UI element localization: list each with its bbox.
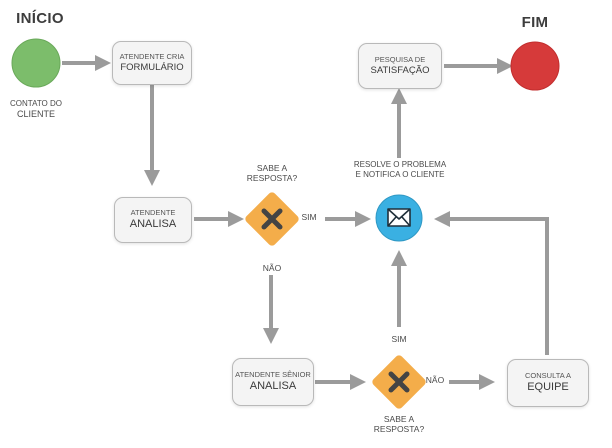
node-analisa-line1: ATENDENTE (130, 208, 176, 218)
node-formulario-line1: ATENDENTE CRIA (119, 52, 185, 62)
decision1-yes-label: SIM (301, 212, 317, 222)
node-equipe-line2: EQUIPE (527, 380, 569, 393)
node-senior-line2: ANALISA (249, 379, 297, 392)
node-formulario-line2: FORMULÁRIO (120, 61, 184, 73)
decision-diamond-1 (245, 192, 299, 246)
end-title: FIM (521, 14, 549, 31)
x-mark-icon (388, 371, 410, 393)
start-caption-line1: CONTATO DO (10, 99, 62, 108)
node-senior-line1: ATENDENTE SÊNIOR (235, 370, 311, 380)
resolve-label: RESOLVE O PROBLEMA E NOTIFICA O CLIENTE (344, 160, 456, 179)
envelope-icon (387, 208, 411, 227)
decision2-yes-label: SIM (391, 334, 407, 344)
arrow-equipe-to-email (434, 211, 549, 355)
resolve-label-line1: RESOLVE O PROBLEMA (353, 160, 447, 169)
end-circle (510, 41, 560, 91)
node-pesquisa-line1: PESQUISA DE (374, 55, 426, 65)
start-title: INÍCIO (16, 10, 64, 27)
node-atendente-senior-analisa: ATENDENTE SÊNIOR ANALISA (232, 358, 314, 406)
decision1-question-line2: RESPOSTA? (246, 173, 298, 184)
decision1-question: SABE A RESPOSTA? (236, 163, 308, 183)
decision2-no-label: NÃO (425, 375, 445, 385)
x-mark-icon (261, 208, 283, 230)
node-consulta-equipe: CONSULTA A EQUIPE (507, 359, 589, 407)
node-atendente-analisa: ATENDENTE ANALISA (114, 197, 192, 243)
decision2-question-line1: SABE A (383, 414, 415, 424)
decision1-question-line1: SABE A (256, 163, 288, 173)
start-circle (11, 38, 61, 88)
decision-diamond-2 (372, 355, 426, 409)
node-atendente-cria-formulario: ATENDENTE CRIA FORMULÁRIO (112, 41, 192, 85)
node-pesquisa-line2: SATISFAÇÃO (370, 64, 430, 76)
node-analisa-line2: ANALISA (129, 217, 177, 230)
resolve-label-line2: E NOTIFICA O CLIENTE (355, 169, 445, 179)
decision2-question-line2: RESPOSTA? (373, 424, 425, 435)
decision1-no-label: NÃO (262, 263, 282, 273)
node-pesquisa-satisfacao: PESQUISA DE SATISFAÇÃO (358, 43, 442, 89)
node-equipe-line1: CONSULTA A (525, 371, 571, 381)
decision2-question: SABE A RESPOSTA? (363, 414, 435, 434)
resolve-email-node (375, 194, 423, 242)
start-caption: CONTATO DO CLIENTE (4, 99, 68, 119)
start-caption-line2: CLIENTE (16, 108, 55, 119)
